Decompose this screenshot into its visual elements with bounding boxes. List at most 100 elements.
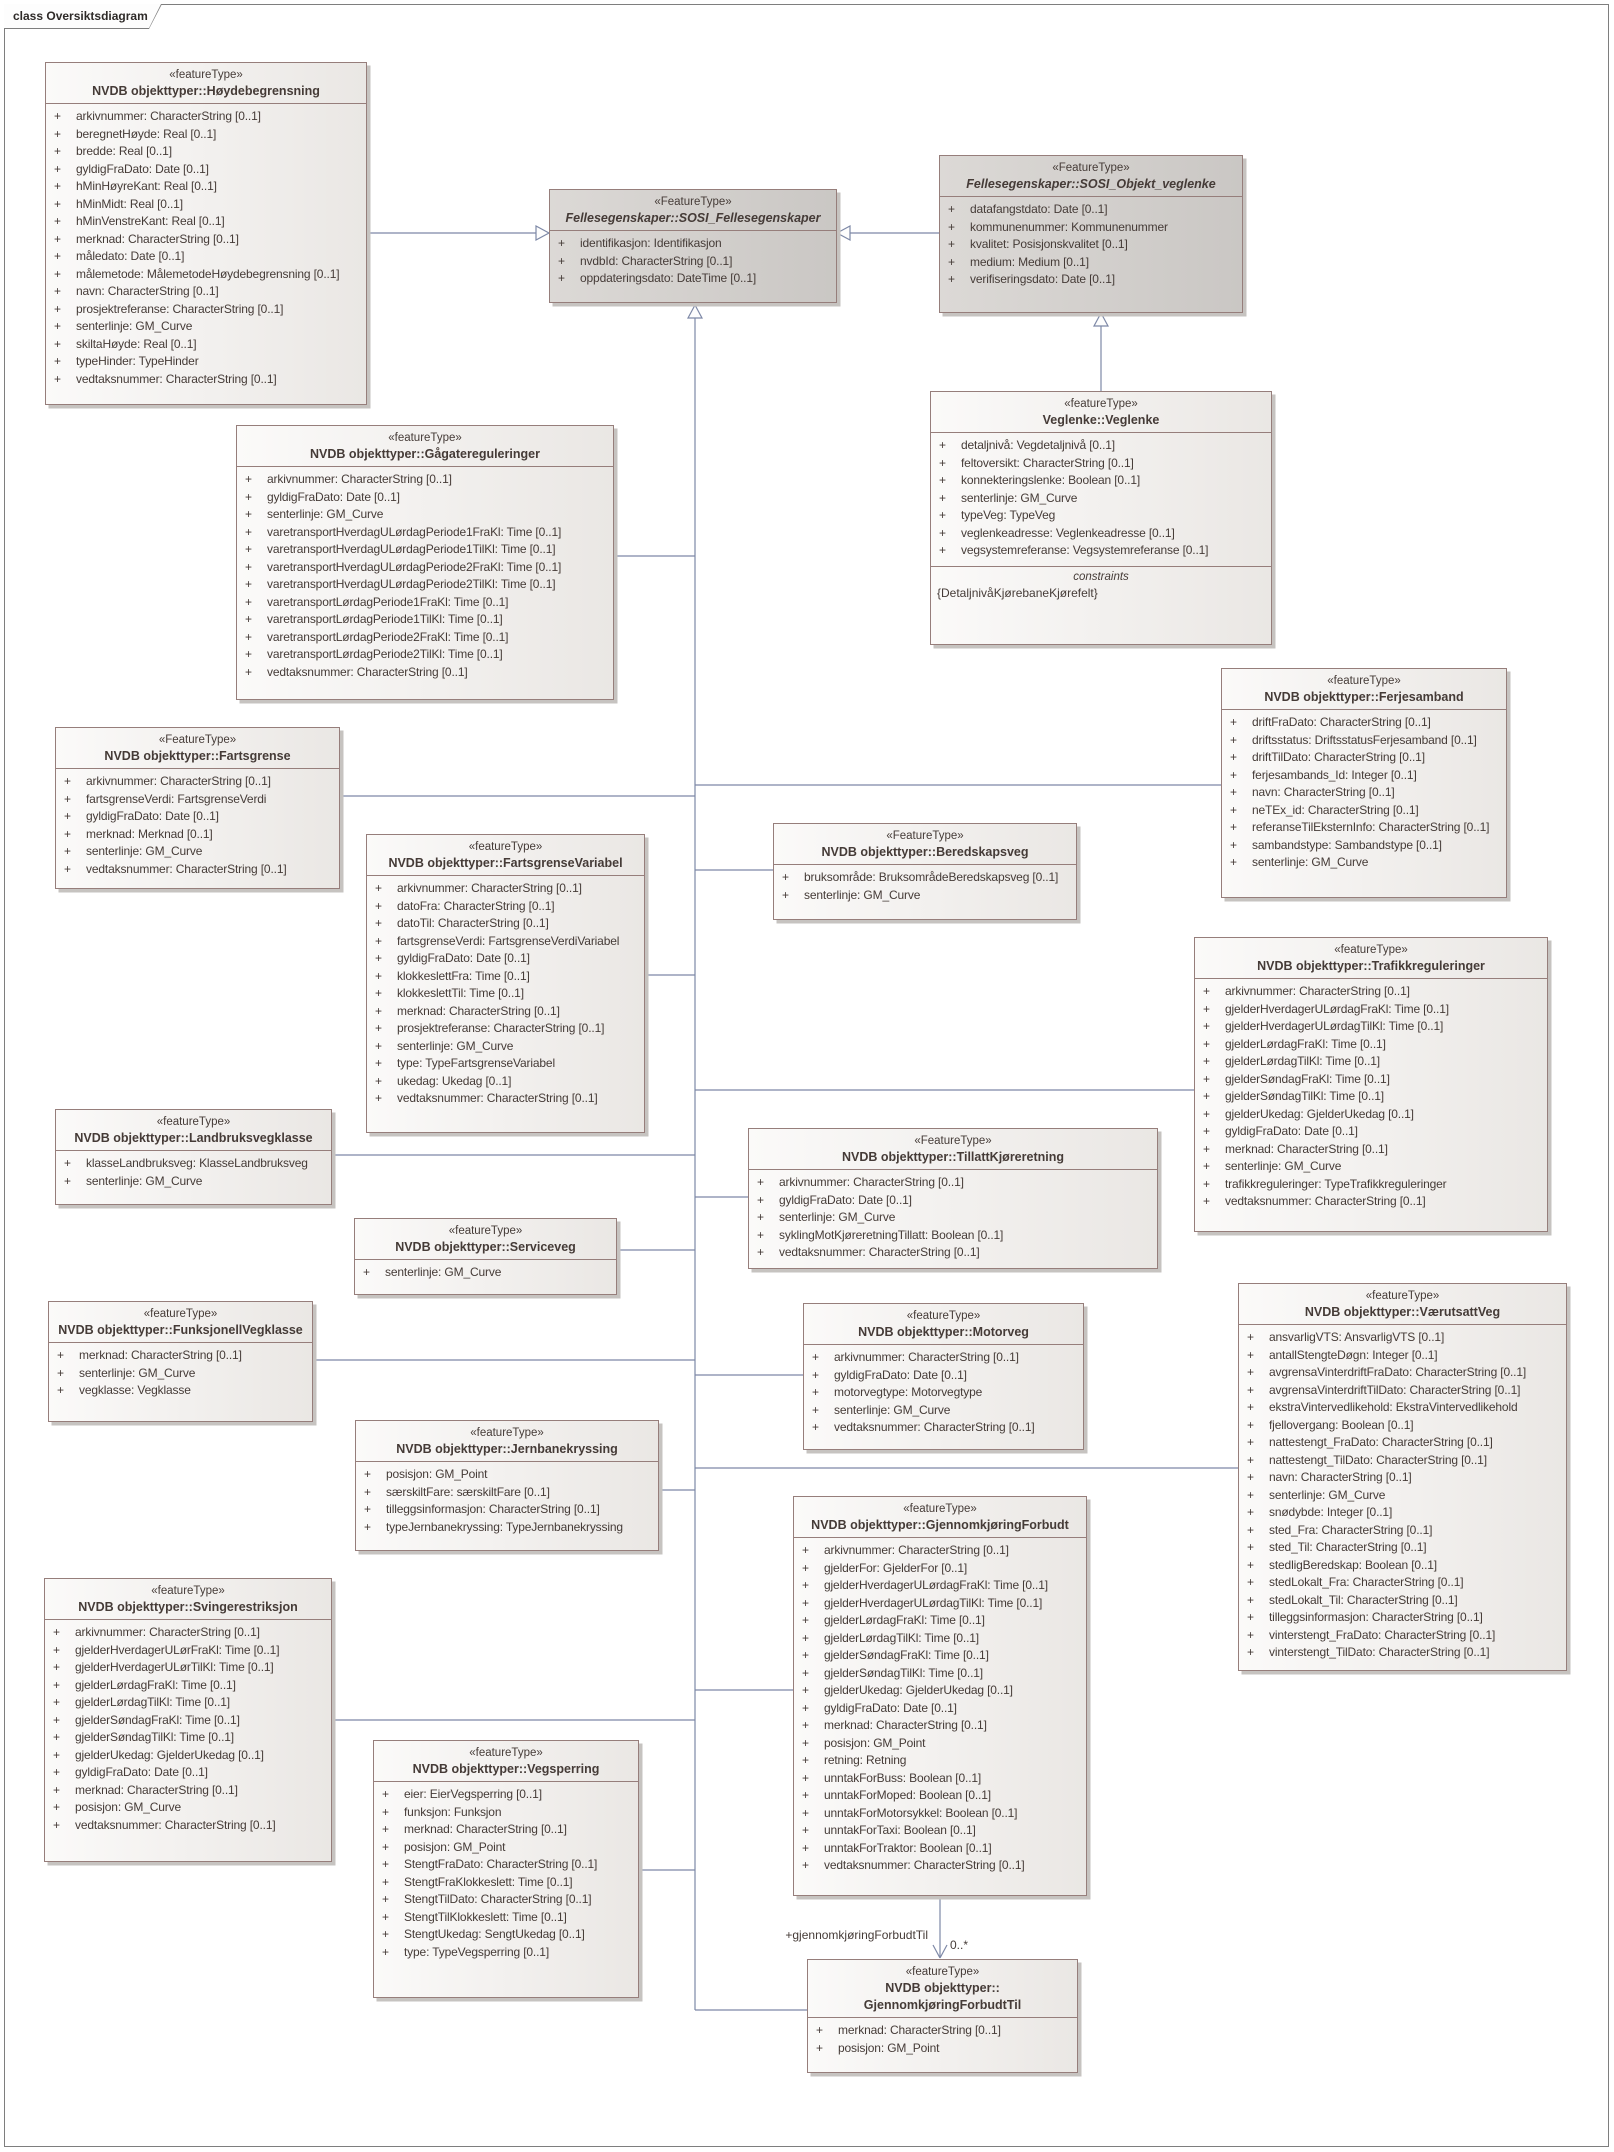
visibility-public: +: [375, 916, 382, 930]
class-name: NVDB objekttyper::FartsgrenseVariabel: [388, 856, 623, 870]
visibility-public: +: [1230, 855, 1237, 869]
class-svingerestriksjon[interactable]: «featureType»NVDB objekttyper::Svingeres…: [44, 1578, 332, 1862]
attribute-row: +vegklasse: Vegklasse: [57, 1382, 308, 1400]
association-multiplicity: 0..*: [950, 1938, 969, 1952]
attribute-row: +referanseTilEksternInfo: CharacterStrin…: [1230, 819, 1502, 837]
class-trafikkreguleringer[interactable]: «featureType»NVDB objekttyper::Trafikkre…: [1194, 937, 1548, 1232]
attribute-text: ansvarligVTS: AnsvarligVTS [0..1]: [1269, 1330, 1445, 1344]
class-veglenke[interactable]: «featureType»Veglenke::Veglenke+detaljni…: [930, 391, 1272, 645]
class-landbruksvegklasse[interactable]: «featureType»NVDB objekttyper::Landbruks…: [55, 1109, 332, 1205]
attribute-row: +verifiseringsdato: Date [0..1]: [948, 271, 1238, 289]
attribute-row: +veglenkeadresse: Veglenkeadresse [0..1]: [939, 525, 1267, 543]
attribute-text: vedtaksnummer: CharacterString [0..1]: [86, 861, 287, 876]
attribute-row: +driftsstatus: DriftsstatusFerjesamband …: [1230, 732, 1502, 750]
attribute-row: +varetransportLørdagPeriode1TilKl: Time …: [245, 611, 609, 629]
attribute-row: +gyldigFraDato: Date [0..1]: [1203, 1123, 1543, 1141]
class-fartsgrense[interactable]: «FeatureType»NVDB objekttyper::Fartsgren…: [55, 727, 340, 889]
class-gagatereguleringer[interactable]: «featureType»NVDB objekttyper::Gågatereg…: [236, 425, 614, 700]
class-serviceveg[interactable]: «featureType»NVDB objekttyper::Serviceve…: [354, 1218, 617, 1295]
class-jernbanekryssing[interactable]: «featureType»NVDB objekttyper::Jernbanek…: [355, 1420, 659, 1551]
class-stereotype: «featureType»: [906, 1310, 981, 1322]
visibility-public: +: [1203, 1071, 1210, 1086]
attribute-text: bredde: Real [0..1]: [76, 144, 172, 158]
class-sosi-objekt-veglenke[interactable]: «FeatureType»Fellesegenskaper::SOSI_Obje…: [939, 155, 1243, 313]
attribute-text: gjelderSøndagTilKl: Time [0..1]: [1225, 1089, 1384, 1103]
attribute-text: arkivnummer: CharacterString [0..1]: [1225, 984, 1410, 998]
diagram-tab: class Oversiktsdiagram: [4, 4, 162, 29]
visibility-public: +: [245, 559, 252, 574]
attribute-row: +oppdateringsdato: DateTime [0..1]: [558, 270, 832, 288]
visibility-public: +: [782, 870, 789, 884]
class-tillattkjoreretning[interactable]: «FeatureType»NVDB objekttyper::TillattKj…: [748, 1128, 1158, 1269]
class-attributes: +arkivnummer: CharacterString [0..1]+gyl…: [749, 1170, 1157, 1268]
class-attributes: +arkivnummer: CharacterString [0..1]+gyl…: [237, 467, 613, 687]
class-funksjonellvegklasse[interactable]: «featureType»NVDB objekttyper::Funksjone…: [48, 1301, 313, 1422]
attribute-text: vegklasse: Vegklasse: [79, 1383, 191, 1397]
visibility-public: +: [802, 1858, 809, 1872]
class-vegsperring[interactable]: «featureType»NVDB objekttyper::Vegsperri…: [373, 1740, 639, 1998]
visibility-public: +: [802, 1700, 809, 1715]
class-hoydebegrensning[interactable]: «featureType»NVDB objekttyper::Høydebegr…: [45, 62, 367, 405]
class-sosi-fellesegenskaper[interactable]: «FeatureType»Fellesegenskaper::SOSI_Fell…: [549, 189, 837, 303]
class-ferjesamband[interactable]: «featureType»NVDB objekttyper::Ferjesamb…: [1221, 668, 1507, 898]
visibility-public: +: [816, 2023, 823, 2037]
class-gjennomkjoringforbudt[interactable]: «featureType»NVDB objekttyper::Gjennomkj…: [793, 1496, 1087, 1896]
class-beredskapsveg[interactable]: «FeatureType»NVDB objekttyper::Beredskap…: [773, 823, 1077, 920]
class-motorveg[interactable]: «featureType»NVDB objekttyper::Motorveg+…: [803, 1303, 1084, 1450]
class-attributes: +arkivnummer: CharacterString [0..1]+ber…: [46, 104, 366, 394]
attribute-row: +merknad: CharacterString [0..1]: [382, 1821, 634, 1839]
visibility-public: +: [375, 986, 382, 1000]
visibility-public: +: [53, 1817, 60, 1832]
attribute-row: +gyldigFraDato: Date [0..1]: [757, 1192, 1153, 1210]
visibility-public: +: [757, 1192, 764, 1207]
visibility-public: +: [757, 1210, 764, 1224]
visibility-public: +: [382, 1944, 389, 1959]
attribute-row: +varetransportHverdagULørdagPeriode1FraK…: [245, 524, 609, 542]
visibility-public: +: [812, 1350, 819, 1364]
constraints-title: constraints: [1073, 570, 1129, 583]
visibility-public: +: [939, 508, 946, 522]
attribute-row: +merknad: CharacterString [0..1]: [802, 1717, 1082, 1735]
attribute-row: +bruksområde: BruksområdeBeredskapsveg […: [782, 869, 1072, 887]
attribute-row: +feltoversikt: CharacterString [0..1]: [939, 455, 1267, 473]
visibility-public: +: [375, 1056, 382, 1070]
attribute-text: navn: CharacterString [0..1]: [1252, 785, 1395, 799]
class-stereotype: «featureType»: [1334, 944, 1408, 956]
visibility-public: +: [802, 1823, 809, 1837]
attribute-row: +sted_Fra: CharacterString [0..1]: [1247, 1522, 1562, 1540]
diagram-frame: [4, 4, 1609, 2147]
class-fartsgrensevariabel[interactable]: «featureType»NVDB objekttyper::Fartsgren…: [366, 834, 645, 1133]
attribute-row: +gjelderHverdagerULørdagFraKl: Time [0..…: [1203, 1001, 1543, 1019]
visibility-public: +: [54, 354, 61, 368]
visibility-public: +: [1247, 1382, 1254, 1397]
class-header: «FeatureType»Fellesegenskaper::SOSI_Fell…: [550, 190, 836, 231]
attribute-row: +posisjon: GM_Point: [382, 1839, 634, 1857]
class-vaerutsattveg[interactable]: «featureType»NVDB objekttyper::Værutsatt…: [1238, 1283, 1567, 1671]
attribute-text: vedtaksnummer: CharacterString [0..1]: [834, 1420, 1035, 1434]
class-stereotype: «featureType»: [468, 841, 543, 853]
visibility-public: +: [1247, 1592, 1254, 1607]
attribute-row: + arkivnummer: CharacterString [0..1]: [1203, 983, 1543, 1001]
attribute-row: +unntakForMotorsykkel: Boolean [0..1]: [802, 1805, 1082, 1823]
class-gjennomkjoringforbudttil[interactable]: «featureType»NVDB objekttyper::Gjennomkj…: [807, 1959, 1078, 2073]
visibility-public: +: [1203, 1001, 1210, 1016]
visibility-public: +: [382, 1787, 389, 1801]
attribute-text: senterlinje: GM_Curve: [267, 507, 384, 521]
attribute-row: +varetransportLørdagPeriode2TilKl: Time …: [245, 646, 609, 664]
visibility-public: +: [1203, 984, 1210, 998]
class-name: NVDB objekttyper::Beredskapsveg: [821, 845, 1029, 859]
attribute-text: tilleggsinformasjon: CharacterString [0.…: [1269, 1610, 1483, 1624]
attribute-text: beregnetHøyde: Real [0..1]: [76, 126, 217, 141]
visibility-public: +: [802, 1788, 809, 1802]
attribute-row: +ferjesambands_Id: Integer [0..1]: [1230, 767, 1502, 785]
attribute-text: arkivnummer: CharacterString [0..1]: [75, 1625, 260, 1639]
visibility-public: +: [1230, 785, 1237, 799]
attribute-text: gjelderLørdagTilKl: Time [0..1]: [1225, 1054, 1380, 1068]
visibility-public: +: [1247, 1330, 1254, 1344]
attribute-text: vedtaksnummer: CharacterString [0..1]: [824, 1858, 1025, 1872]
attribute-row: +gyldigFraDato: Date [0..1]: [375, 950, 640, 968]
visibility-public: +: [382, 1822, 389, 1836]
attribute-text: arkivnummer: CharacterString [0..1]: [267, 472, 452, 486]
attribute-row: +arkivnummer: CharacterString [0..1]: [245, 471, 609, 489]
